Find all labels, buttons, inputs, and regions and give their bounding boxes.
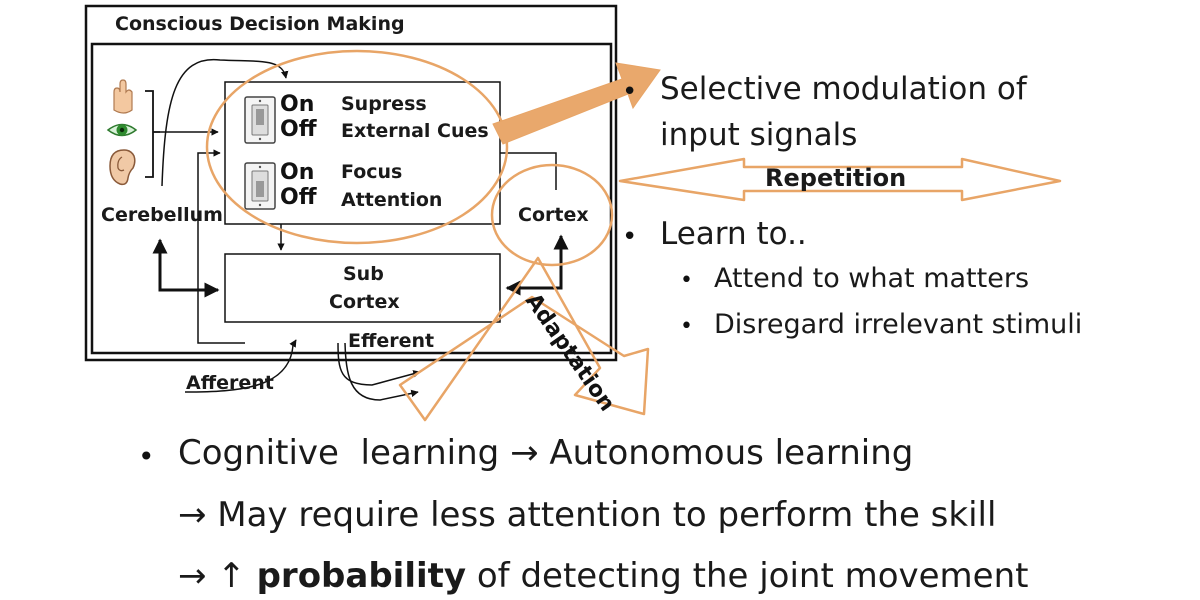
cortex-connector: [500, 152, 557, 190]
efferent-label: Efferent: [348, 330, 435, 352]
bottom-bullet-dot: •: [138, 440, 155, 473]
cerebellum-label: Cerebellum: [101, 204, 223, 226]
switch1-on-label: On: [280, 92, 315, 117]
sub-bullet-1: Attend to what matters: [714, 263, 1030, 294]
afferent-arrow: [184, 339, 297, 393]
subcortex-box: [224, 253, 501, 323]
bottom-line-1: Cognitive learning → Autonomous learning: [178, 433, 914, 473]
cortex-arrow: [505, 234, 569, 296]
sub-bullet-dot-1: •: [680, 268, 693, 293]
cerebellum-arrow: [152, 238, 220, 298]
bullet-dot-2: •: [622, 222, 638, 252]
eye-icon: [106, 123, 138, 137]
subcortex-label-line1: Sub: [343, 263, 384, 285]
repetition-label: Repetition: [765, 164, 907, 192]
repetition-arrow: [618, 157, 1062, 202]
adaptation-arrow: [398, 256, 650, 422]
switch2-label-line2: Attention: [341, 189, 443, 211]
hand-icon: [113, 79, 133, 114]
bottom-line-3: → ↑ probability of detecting the joint m…: [178, 556, 1028, 596]
switch2-label-line1: Focus: [341, 161, 403, 183]
outer-box: [84, 4, 618, 362]
bottom-line-3-rest: of detecting the joint movement: [466, 556, 1029, 596]
switch1-off-label: Off: [280, 117, 317, 142]
efferent-arrow-1: [337, 342, 421, 386]
switch-highlight-ellipse: [205, 49, 509, 245]
bullet1-line2: input signals: [660, 117, 858, 153]
bottom-line-3-prefix: → ↑: [178, 556, 257, 596]
switch1-label-line1: Supress: [341, 93, 427, 115]
modulation-arrow: [492, 62, 661, 145]
cortex-highlight-ellipse: [490, 163, 614, 267]
top-curve-arrow: [161, 58, 289, 187]
bottom-line-2: → May require less attention to perform …: [178, 495, 997, 535]
switch-icon-2: [244, 162, 276, 210]
switch2-on-label: On: [280, 160, 315, 185]
outer-title: Conscious Decision Making: [115, 13, 405, 35]
bullet-dot-1: •: [622, 77, 638, 107]
ear-icon: [109, 149, 136, 186]
subcortex-label-line2: Cortex: [329, 291, 400, 313]
bullet2-text: Learn to..: [660, 216, 807, 252]
bottom-line-3-bold: probability: [256, 556, 467, 596]
switch2-off-label: Off: [280, 185, 317, 210]
efferent-arrow-2: [344, 342, 419, 401]
bullet1-line1: Selective modulation of: [660, 71, 1027, 107]
senses-bracket: [145, 90, 154, 178]
sub-bullet-2: Disregard irrelevant stimuli: [714, 309, 1083, 340]
switch1-label-line2: External Cues: [341, 120, 489, 142]
afferent-label: Afferent: [186, 372, 274, 394]
switch-icon-1: [244, 96, 276, 144]
cortex-label: Cortex: [518, 204, 589, 226]
sub-bullet-dot-2: •: [680, 314, 693, 339]
left-loop-line: [197, 149, 245, 344]
inner-box: [90, 42, 613, 355]
